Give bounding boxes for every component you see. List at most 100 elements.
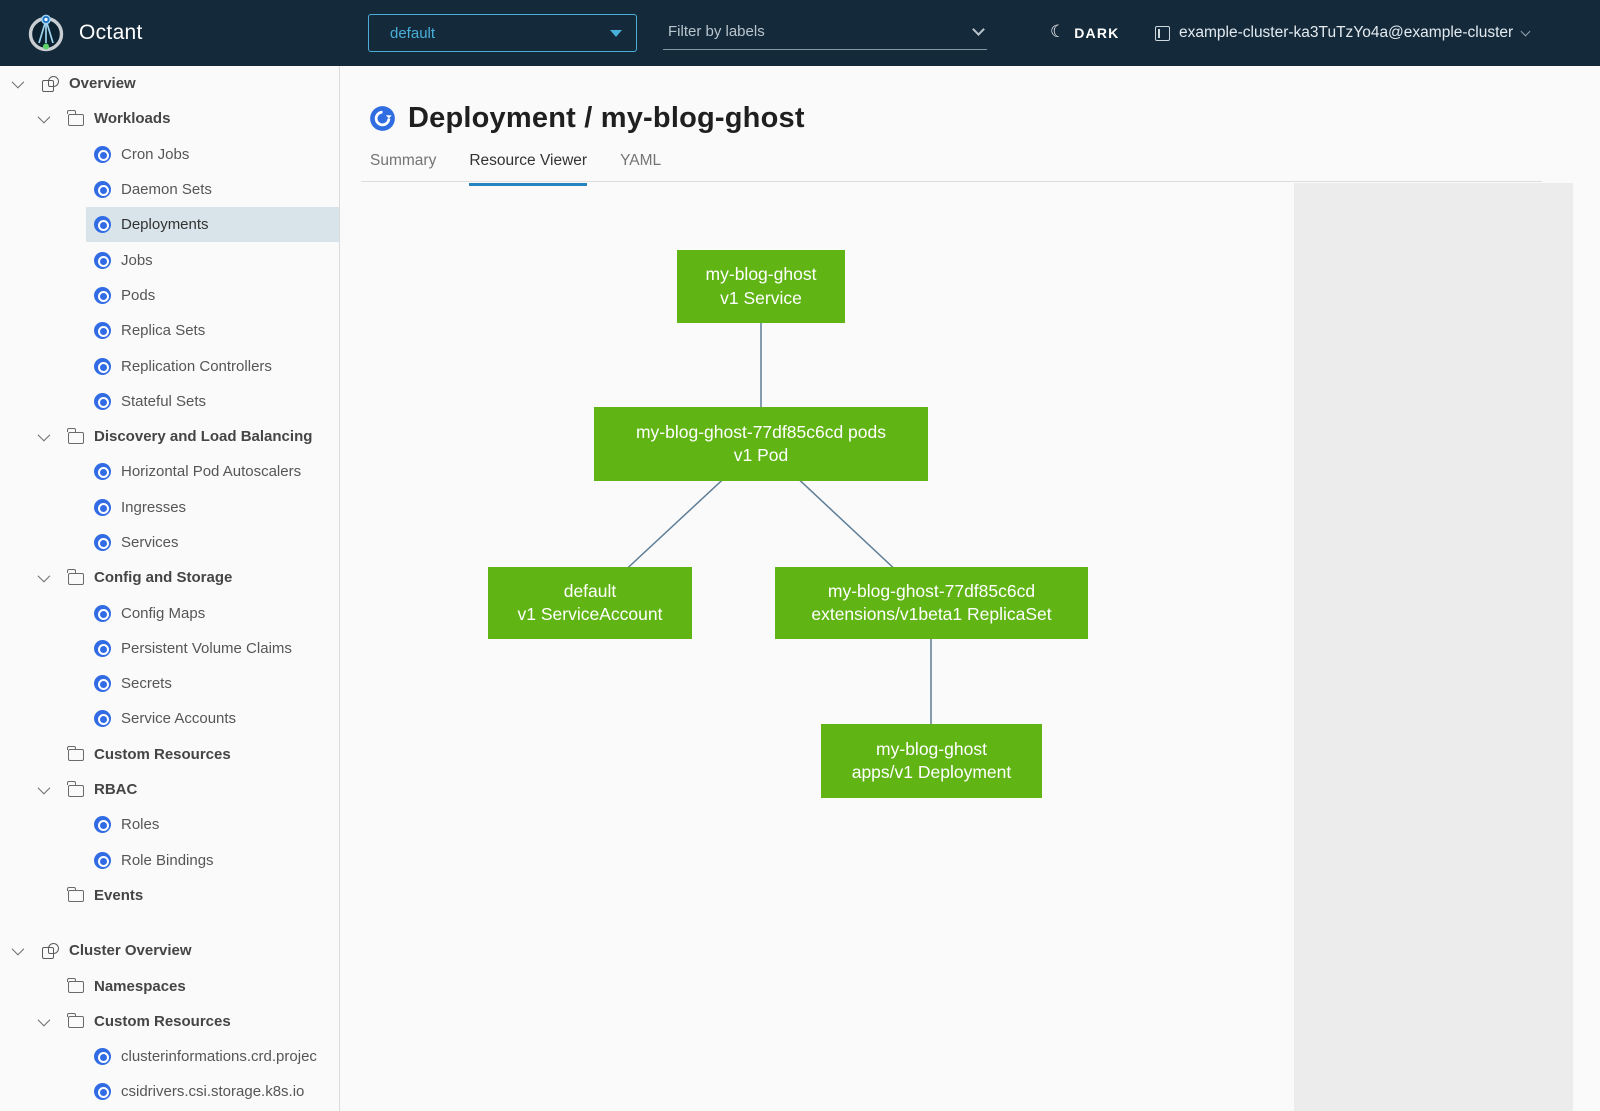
sidebar-item-daemon-sets[interactable]: Daemon Sets <box>0 172 339 207</box>
chevron-down-icon[interactable] <box>37 111 51 124</box>
chevron-down-icon[interactable] <box>37 781 51 795</box>
role-icon <box>94 816 111 834</box>
chevron-down-icon[interactable] <box>972 23 985 36</box>
theme-toggle-button[interactable]: ☾ DARK <box>1050 0 1120 66</box>
sidebar-group-discovery-load-balancing[interactable]: Discovery and Load Balancing <box>0 419 339 454</box>
sidebar-item-ingresses[interactable]: Ingresses <box>0 490 339 525</box>
tab-bar: Summary Resource Viewer YAML <box>370 152 661 186</box>
node-kind: v1 Service <box>720 287 802 308</box>
graph-node-service[interactable]: my-blog-ghost v1 Service <box>677 250 845 323</box>
sidebar-item-clusterinformations[interactable]: clusterinformations.crd.projec <box>0 1039 339 1074</box>
sidebar-item-label: Config and Storage <box>94 569 233 587</box>
cluster-icon <box>1155 25 1170 41</box>
tab-summary[interactable]: Summary <box>370 152 437 169</box>
sidebar-item-service-accounts[interactable]: Service Accounts <box>0 701 339 736</box>
resource-graph: my-blog-ghost v1 Service my-blog-ghost-7… <box>341 182 1294 1111</box>
sidebar-item-label: Replica Sets <box>121 322 206 340</box>
sidebar-item-horizontal-pod-autoscalers[interactable]: Horizontal Pod Autoscalers <box>0 454 339 489</box>
sidebar-item-overview[interactable]: Overview <box>0 66 339 101</box>
sidebar-item-stateful-sets[interactable]: Stateful Sets <box>0 384 339 419</box>
sidebar-item-label: Cluster Overview <box>69 942 192 960</box>
chevron-down-icon[interactable] <box>37 428 51 442</box>
sidebar-group-rbac[interactable]: RBAC <box>0 772 339 807</box>
sidebar-item-label: clusterinformations.crd.projec <box>121 1048 317 1066</box>
deployment-icon <box>370 106 395 131</box>
sidebar-item-label: Workloads <box>94 110 171 128</box>
node-name: default <box>563 580 617 601</box>
sidebar-item-label: Service Accounts <box>121 710 237 728</box>
sidebar-item-label: Custom Resources <box>94 745 231 763</box>
namespace-select-value: default <box>390 24 436 42</box>
sidebar-item-jobs[interactable]: Jobs <box>0 242 339 277</box>
secret-icon <box>94 675 111 693</box>
sidebar-item-deployments[interactable]: Deployments <box>0 207 339 243</box>
sidebar-item-label: Events <box>94 886 144 904</box>
job-icon <box>94 251 111 269</box>
chevron-down-icon[interactable] <box>37 1013 51 1027</box>
graph-node-serviceaccount[interactable]: default v1 ServiceAccount <box>488 567 692 639</box>
folder-icon <box>67 745 84 762</box>
sidebar-item-label: Jobs <box>121 251 153 269</box>
sidebar-group-config-and-storage[interactable]: Config and Storage <box>0 560 339 595</box>
folder-icon <box>67 977 84 994</box>
sidebar-item-roles[interactable]: Roles <box>0 807 339 842</box>
chevron-down-icon[interactable] <box>11 942 25 956</box>
cluster-context-selector[interactable]: example-cluster-ka3TuTzYo4a@example-clus… <box>1155 0 1531 66</box>
brand: Octant <box>26 0 143 66</box>
configmap-icon <box>94 604 111 622</box>
caret-down-icon <box>610 29 622 37</box>
sidebar-item-label: Stateful Sets <box>121 392 207 410</box>
namespace-select[interactable]: default <box>368 14 637 52</box>
graph-node-pods[interactable]: my-blog-ghost-77df85c6cd pods v1 Pod <box>594 407 928 481</box>
folder-icon <box>67 1012 84 1029</box>
sidebar-item-cluster-overview[interactable]: Cluster Overview <box>0 933 339 968</box>
main-content: Deployment / my-blog-ghost Summary Resou… <box>341 66 1600 1111</box>
sidebar-group-events[interactable]: Events <box>0 878 339 913</box>
sidebar-group-cluster-custom-resources[interactable]: Custom Resources <box>0 1004 339 1039</box>
sidebar-item-cron-jobs[interactable]: Cron Jobs <box>0 137 339 172</box>
detail-side-panel <box>1294 183 1573 1111</box>
folder-icon <box>67 781 84 797</box>
daemonset-icon <box>94 181 111 199</box>
label-filter-input[interactable] <box>663 23 974 40</box>
label-filter <box>663 14 987 50</box>
sidebar-item-label: Services <box>121 534 179 551</box>
serviceaccount-icon <box>94 710 111 728</box>
sidebar-item-label: Horizontal Pod Autoscalers <box>121 463 302 481</box>
tab-yaml[interactable]: YAML <box>620 152 662 169</box>
node-name: my-blog-ghost <box>876 738 987 759</box>
brand-name: Octant <box>79 21 143 44</box>
node-name: my-blog-ghost-77df85c6cd <box>827 580 1036 601</box>
sidebar-item-config-maps[interactable]: Config Maps <box>0 595 339 630</box>
sidebar-item-label: Persistent Volume Claims <box>121 639 292 657</box>
sidebar-item-pods[interactable]: Pods <box>0 278 339 313</box>
sidebar-item-replication-controllers[interactable]: Replication Controllers <box>0 348 339 383</box>
sidebar-group-namespaces[interactable]: Namespaces <box>0 968 339 1003</box>
sidebar-item-role-bindings[interactable]: Role Bindings <box>0 843 339 878</box>
rolebinding-icon <box>94 851 111 869</box>
chevron-down-icon[interactable] <box>37 570 51 583</box>
cronjob-icon <box>94 145 111 163</box>
sidebar-item-csidrivers[interactable]: csidrivers.csi.storage.k8s.io <box>0 1074 339 1109</box>
octant-logo-icon <box>28 14 64 52</box>
sidebar-item-label: Pods <box>121 286 156 304</box>
service-icon <box>94 534 111 551</box>
folder-icon <box>67 428 84 444</box>
graph-node-deployment[interactable]: my-blog-ghost apps/v1 Deployment <box>821 724 1042 798</box>
sidebar-item-secrets[interactable]: Secrets <box>0 666 339 701</box>
sidebar-group-custom-resources[interactable]: Custom Resources <box>0 737 339 772</box>
deployment-icon <box>94 216 111 234</box>
sidebar-item-services[interactable]: Services <box>0 525 339 560</box>
sidebar-item-label: Discovery and Load Balancing <box>94 428 313 446</box>
sidebar-group-workloads[interactable]: Workloads <box>0 101 339 136</box>
sidebar-item-label: Custom Resources <box>94 1012 231 1030</box>
sidebar-item-persistent-volume-claims[interactable]: Persistent Volume Claims <box>0 631 339 666</box>
tab-resource-viewer[interactable]: Resource Viewer <box>469 152 588 186</box>
graph-node-replicaset[interactable]: my-blog-ghost-77df85c6cd extensions/v1be… <box>775 567 1088 639</box>
sidebar-item-replica-sets[interactable]: Replica Sets <box>0 313 339 348</box>
page-header: Deployment / my-blog-ghost <box>369 102 805 135</box>
chevron-down-icon[interactable] <box>11 75 25 89</box>
folder-icon <box>67 110 84 126</box>
statefulset-icon <box>94 392 111 410</box>
